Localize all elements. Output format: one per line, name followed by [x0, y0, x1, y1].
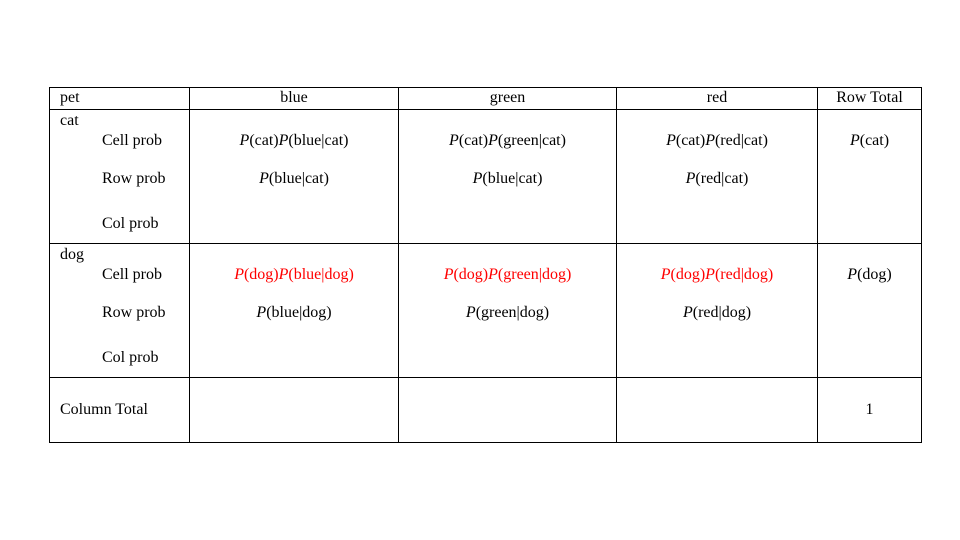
header-pet: pet	[49, 87, 190, 110]
row-prob: P(green|dog)	[465, 304, 550, 321]
column-total-row: Column Total 1	[49, 377, 922, 443]
column-total-green	[398, 377, 617, 443]
contingency-table: pet blue green red Row Total cat Cell pr…	[49, 87, 922, 443]
header-row-total: Row Total	[817, 87, 922, 110]
cell-prob-highlighted: P(dog)P(blue|dog)	[234, 266, 354, 283]
group-label: dog	[60, 246, 84, 263]
row-total: P(dog)	[847, 266, 892, 283]
cell-prob: P(cat)P(green|cat)	[449, 132, 566, 149]
column-total-label: Column Total	[49, 377, 190, 443]
cell-prob: P(cat)P(blue|cat)	[239, 132, 349, 149]
cell-prob-highlighted: P(dog)P(green|dog)	[443, 266, 572, 283]
row-prob-label: Row prob	[102, 304, 166, 321]
row-total: P(cat)	[849, 132, 890, 149]
col-prob-label: Col prob	[102, 215, 159, 232]
header-blue: blue	[189, 87, 399, 110]
group-row-dog: dog Cell prob Row prob Col prob P(dog)P(…	[49, 243, 922, 378]
row-prob: P(red|cat)	[685, 170, 749, 187]
cell-prob-highlighted: P(dog)P(red|dog)	[660, 266, 774, 283]
header-red: red	[616, 87, 818, 110]
cell-prob-label: Cell prob	[102, 132, 162, 149]
row-prob: P(blue|cat)	[472, 170, 543, 187]
row-prob: P(blue|cat)	[259, 170, 329, 187]
grand-total: 1	[817, 377, 922, 443]
column-total-blue	[189, 377, 399, 443]
row-prob: P(red|dog)	[682, 304, 752, 321]
cell-prob-label: Cell prob	[102, 266, 162, 283]
row-prob: P(blue|dog)	[256, 304, 332, 321]
header-green: green	[398, 87, 617, 110]
group-label: cat	[60, 112, 79, 129]
cell-prob: P(cat)P(red|cat)	[666, 132, 768, 149]
col-prob-label: Col prob	[102, 349, 159, 366]
row-prob-label: Row prob	[102, 170, 166, 187]
group-row-cat: cat Cell prob Row prob Col prob P(cat)P(…	[49, 109, 922, 244]
header-row: pet blue green red Row Total	[49, 87, 922, 110]
column-total-red	[616, 377, 818, 443]
